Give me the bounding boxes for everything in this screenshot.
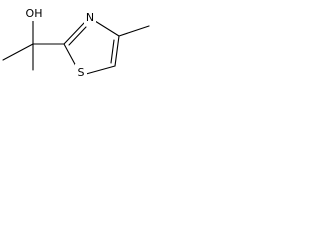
bond-c4-to-c5-double [114,35,120,67]
sulfur-label-text: S [78,66,85,79]
hydroxyl-atom-label: OH [24,5,44,21]
bond-c5-to-s1 [85,65,116,75]
sulfur-atom-label: S [75,64,87,79]
bond-methyl-left-to-quaternary-carbon [2,43,34,61]
nitrogen-atom-label: N [84,9,96,24]
bond-c2-to-n3-double [63,22,85,45]
nitrogen-label-text: N [86,11,94,24]
bond-n3-to-c4 [94,20,120,37]
bond-c4-to-c5-double-inner [110,39,115,64]
bond-s1-to-c2 [63,43,78,69]
hydroxyl-label-text: OH [26,7,43,20]
bond-c2-to-n3-double-inner [68,26,87,46]
bond-c4-to-methyl [118,25,150,37]
chemical-structure-diagram: OH N S [2,5,150,79]
